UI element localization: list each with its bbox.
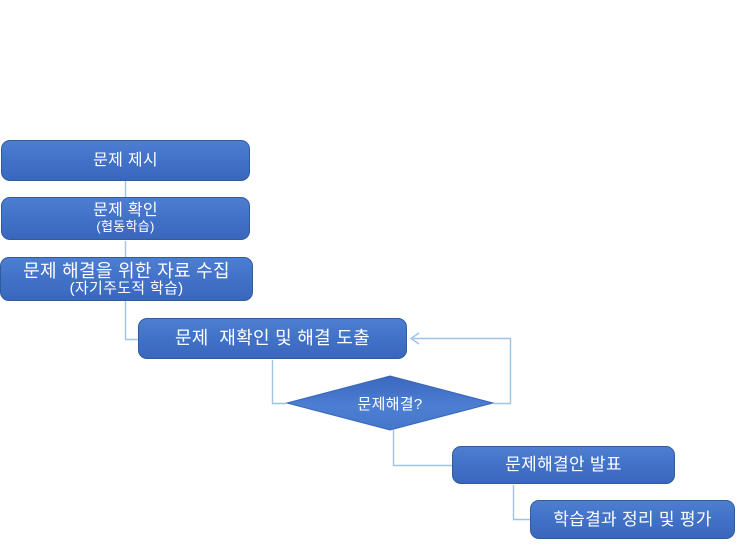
- node-label: 문제해결?: [357, 395, 423, 413]
- connector-announce-wrapup: [512, 485, 530, 521]
- node-problem-presentation: 문제 제시: [1, 140, 250, 181]
- node-decision-problem-solved: 문제해결?: [287, 376, 493, 430]
- node-label: 문제해결안 발표: [505, 455, 622, 475]
- node-label: 문제 제시: [93, 151, 158, 169]
- connector-recheck-decide: [271, 360, 286, 405]
- node-sublabel: (협동학습): [96, 219, 155, 235]
- arrowhead-icon: [409, 332, 420, 345]
- node-label: 문제 확인: [93, 202, 158, 220]
- connector-feedback-loop: [413, 337, 512, 405]
- node-data-collection: 문제 해결을 위한 자료 수집 (자기주도적 학습): [0, 257, 253, 301]
- node-label: 문제 재확인 및 해결 도출: [174, 328, 371, 349]
- decision-diamond-shape: [285, 375, 495, 431]
- node-label: 문제 해결을 위한 자료 수집: [23, 260, 230, 281]
- connector-decide-announce: [392, 430, 452, 467]
- node-recheck-and-solution: 문제 재확인 및 해결 도출: [138, 318, 407, 359]
- connector-collect-recheck: [124, 301, 138, 341]
- node-sublabel: (자기주도적 학습): [69, 279, 184, 297]
- node-problem-confirmation: 문제 확인 (협동학습): [1, 197, 250, 240]
- node-results-evaluation: 학습결과 정리 및 평가: [530, 500, 735, 539]
- node-solution-presentation: 문제해결안 발표: [452, 446, 675, 484]
- node-label: 학습결과 정리 및 평가: [553, 509, 712, 529]
